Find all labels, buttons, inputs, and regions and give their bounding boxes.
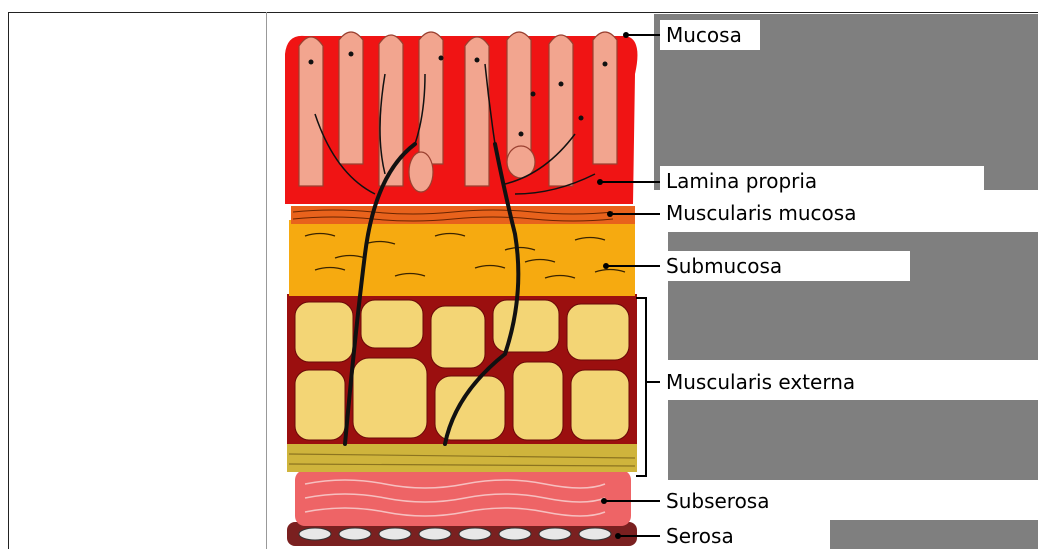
label-mucosa: Mucosa <box>660 20 760 50</box>
label-serosa: Serosa <box>660 521 830 549</box>
label-subserosa: Subserosa <box>660 486 892 516</box>
label-lamina-propria: Lamina propria <box>660 166 984 196</box>
intestinal-wall-illustration <box>275 14 650 549</box>
gray-panel <box>668 400 1038 480</box>
column-divider <box>266 12 267 549</box>
label-submucosa: Submucosa <box>660 251 910 281</box>
submucosa-layer <box>289 220 635 296</box>
frame-left-border <box>8 12 9 549</box>
label-muscularis-mucosa: Muscularis mucosa <box>660 198 1038 228</box>
frame-top-border <box>8 12 1038 13</box>
label-muscularis-externa: Muscularis externa <box>660 367 1038 397</box>
gray-panel <box>830 520 1038 549</box>
